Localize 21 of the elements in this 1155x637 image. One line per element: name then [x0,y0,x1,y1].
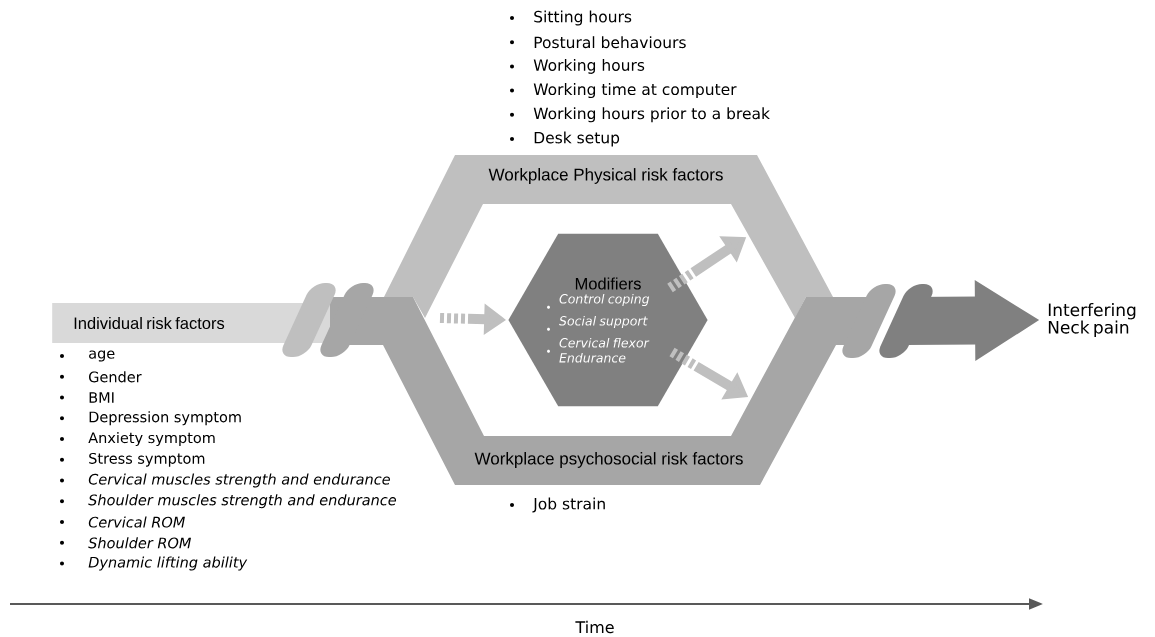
list-item: Shoulder ROM [60,537,191,549]
modifier-hexagon: Modifiers Control coping Social support Cervical flexor Endurance [508,233,708,407]
list-item: Cervical ROM [60,516,185,528]
list-item: Shoulder muscles strength and endurance [60,494,397,509]
list-item: age [60,350,115,362]
list-item: Depression symptom [60,411,241,426]
list-item: Job strain [510,497,605,513]
list-item: Gender [60,371,142,383]
list-item: Dynamic lifting ability [60,556,248,571]
bar: Individual risk factors [52,303,331,343]
list-item: Anxiety symptom [60,432,215,446]
list-item: Working time at computer [510,83,737,99]
list-item: Sitting hours [510,10,632,26]
list-item: Stress symptom [60,452,205,467]
list-item: Desk setup [510,131,620,147]
list-item: Working hours [510,58,645,74]
axis-label: Time [575,620,614,634]
list-item: Working hours prior to a break [510,107,770,123]
outcome-label: Interfering Neck pain [1048,303,1136,337]
list-item: Postural behaviours [510,36,686,49]
list-item: BMI [60,392,114,403]
